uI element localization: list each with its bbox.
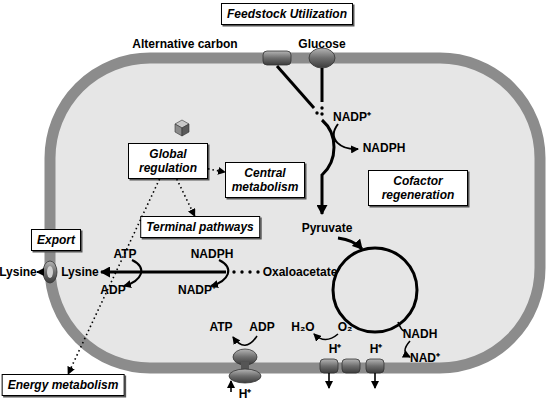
metabolite-label: NADP⁺ [178,284,216,297]
cell-envelope [50,58,540,368]
atp-synthase [230,381,232,392]
pyruvate-arrow [338,238,362,249]
atp-synthase [229,336,261,392]
electron-transport-chain [314,322,410,388]
pathway-dots [256,270,259,273]
export-transporter [37,271,44,273]
cofactor-arc [124,124,358,286]
cube-icon [175,120,189,136]
carbon-transporter [263,51,291,65]
box-label: Central metabolism [231,166,299,194]
uptake-flux-arrow [277,66,314,108]
metabolite-label: Oxaloacetate [263,266,338,279]
box-label: Terminal pathways [146,220,254,234]
metabolite-label: Pyruvate [302,222,353,235]
electron-transport-chain [366,359,384,373]
metabolite-label: ATP [209,321,232,334]
metabolite-label: NADPH [191,248,234,261]
pathway-dots [248,270,251,273]
tca-cycle [333,248,417,332]
metabolite-label: O₂ [338,321,353,334]
label-box: Energy metabolism [2,374,125,396]
metabolite-label: H⁺ [239,388,252,401]
pathway-dots [232,270,235,273]
electron-transport-chain [374,373,376,388]
electron-transport-chain [328,373,330,388]
cube-icon [182,124,189,136]
export-transporter [37,261,57,283]
lysine-pathway-arrow [101,271,226,274]
label-box: Central metabolism [225,162,305,198]
regulation-connector [208,169,225,172]
electron-transport-chain [405,341,410,357]
label-box: Global regulation [128,143,208,179]
metabolite-label: ATP [113,248,136,261]
box-label: Cofactor regeneration [374,174,462,202]
pyruvate-arrow [338,238,362,249]
box-label: Global regulation [134,147,202,175]
label-box: Cofactor regeneration [368,170,468,206]
box-label: Energy metabolism [8,378,119,392]
regulation-connector [68,179,159,374]
pathway-dots [240,270,243,273]
pathway-dots [320,112,323,115]
metabolite-label: H⁺ [329,343,342,356]
label-box: Export [31,229,81,251]
tca-cycle [333,248,417,332]
glucose-transporter [309,48,335,68]
electron-transport-chain [314,334,338,340]
export-transporter [47,266,53,278]
uptake-flux-arrow [321,68,324,102]
glucose-transporter [309,48,335,68]
export-transporter [43,261,57,283]
metabolite-label: Alternative carbon [132,38,237,51]
regulation-connector [177,179,195,216]
box-label: Export [37,233,75,247]
pathway-dots [320,106,323,109]
cube-icon [175,124,182,136]
metabolite-label: Glucose [298,38,345,51]
electron-transport-chain [320,359,338,373]
electron-transport-chain [342,359,360,373]
metabolite-label: NADPH [363,142,406,155]
cell-envelope [50,58,540,368]
box-label: Feedstock Utilization [227,7,347,21]
metabolite-label: NAD⁺ [410,352,440,365]
metabolite-label: Lysine [0,266,37,279]
pathway-dots [315,111,318,114]
uptake-flux-arrow [322,120,334,214]
metabolite-label: NADH [403,328,438,341]
metabolite-label: H₂O [291,321,314,334]
cofactor-arc [334,124,358,149]
metabolite-label: Lysine [61,266,99,279]
label-box: Feedstock Utilization [221,3,353,25]
metabolite-label: NADP⁺ [333,111,371,124]
carbon-transporter [263,51,291,65]
lysine-pathway-arrow [101,271,226,274]
metabolite-label: ADP [100,284,125,297]
label-box: Terminal pathways [140,216,260,238]
atp-synthase [233,336,257,345]
metabolite-label: H⁺ [370,343,383,356]
atp-synthase [229,369,261,383]
metabolite-label: ADP [249,321,274,334]
